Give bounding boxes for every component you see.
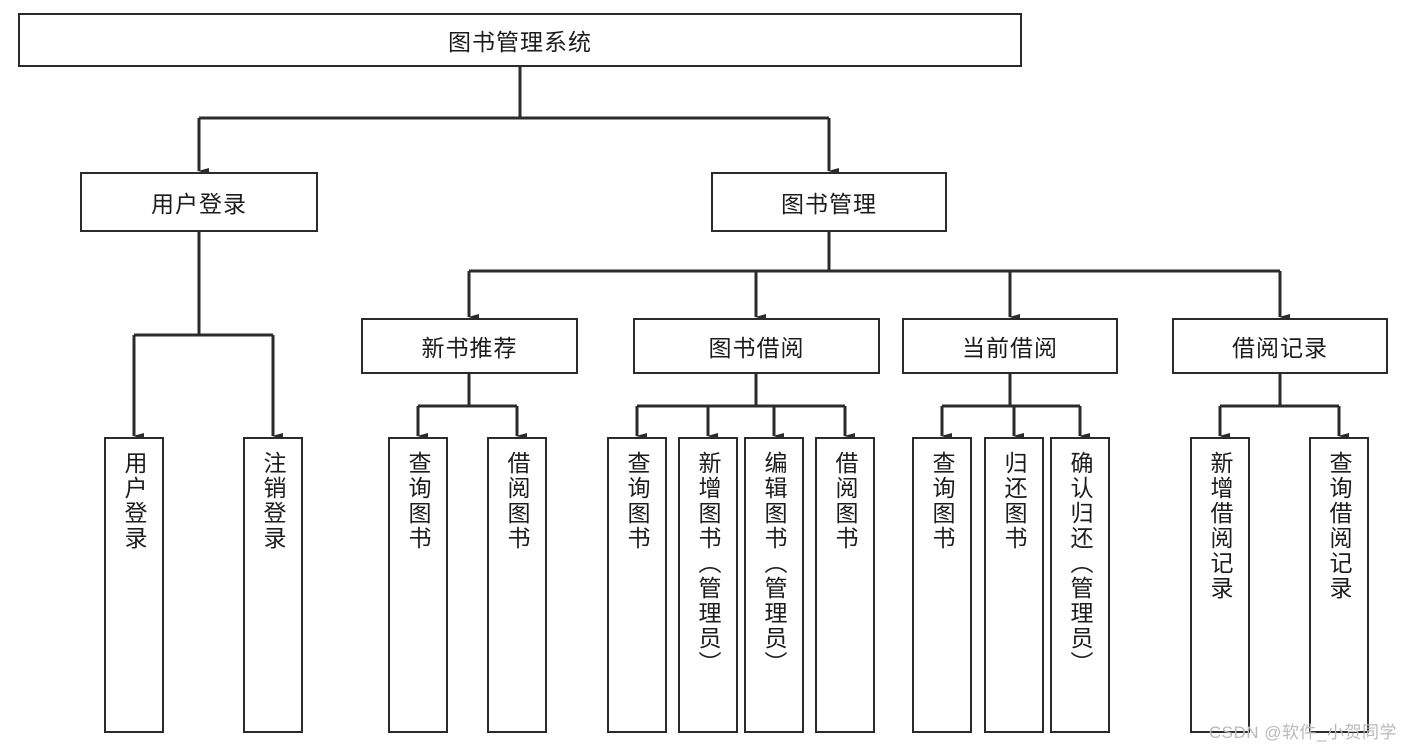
node-leaf-borrow-book-2[interactable]: 借阅图书 [815,437,875,733]
node-leaf-logout[interactable]: 注销登录 [243,437,303,733]
node-label: 图书管理系统 [448,29,592,55]
node-leaf-user-login[interactable]: 用户登录 [104,437,164,733]
node-label: 借阅记录 [1232,335,1328,361]
node-label: 注销登录 [260,451,287,551]
node-leaf-return-book[interactable]: 归还图书 [984,437,1044,733]
node-book-manage[interactable]: 图书管理 [711,172,947,232]
node-leaf-borrow-book-1[interactable]: 借阅图书 [487,437,547,733]
node-leaf-add-book[interactable]: 新增图书（管理员） [678,437,738,733]
node-new-book-recommend[interactable]: 新书推荐 [361,318,578,374]
node-label: 查询借阅记录 [1326,451,1353,601]
node-label: 编辑图书（管理员） [761,451,788,676]
node-label: 图书管理 [781,191,877,217]
node-leaf-query-book-2[interactable]: 查询图书 [607,437,667,733]
node-label: 图书借阅 [708,335,805,361]
node-book-borrow[interactable]: 图书借阅 [633,318,880,374]
node-leaf-add-record[interactable]: 新增借阅记录 [1190,437,1250,733]
node-label: 新增借阅记录 [1207,451,1234,601]
node-label: 用户登录 [151,191,247,217]
node-label: 借阅图书 [832,451,859,551]
node-borrow-record[interactable]: 借阅记录 [1172,318,1388,374]
node-root[interactable]: 图书管理系统 [18,13,1022,67]
node-label: 查询图书 [929,451,956,551]
node-user-login[interactable]: 用户登录 [80,172,318,232]
node-label: 确认归还（管理员） [1067,451,1094,676]
node-leaf-query-book-3[interactable]: 查询图书 [912,437,972,733]
node-leaf-edit-book[interactable]: 编辑图书（管理员） [744,437,804,733]
node-label: 查询图书 [624,451,651,551]
node-label: 查询图书 [405,451,432,551]
node-label: 借阅图书 [504,451,531,551]
node-label: 新增图书（管理员） [695,451,722,676]
node-label: 新书推荐 [421,335,518,361]
node-label: 归还图书 [1001,451,1028,551]
watermark-label: CSDN @软件_小贺同学 [1208,723,1397,742]
node-leaf-query-book-1[interactable]: 查询图书 [388,437,448,733]
node-label: 当前借阅 [962,335,1058,361]
node-leaf-query-record[interactable]: 查询借阅记录 [1309,437,1369,733]
node-current-borrow[interactable]: 当前借阅 [902,318,1118,374]
edge-paths [132,67,1349,439]
node-leaf-confirm-return[interactable]: 确认归还（管理员） [1050,437,1110,733]
node-label: 用户登录 [121,451,148,551]
